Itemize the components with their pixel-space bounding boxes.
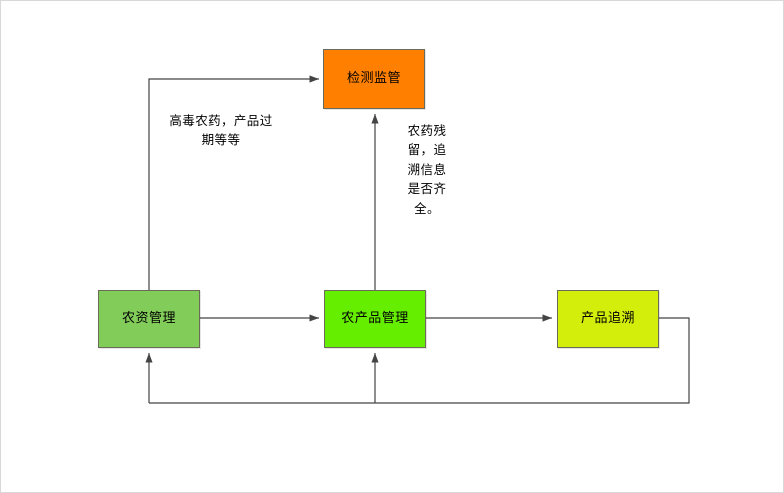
node-label-agricultural-inputs-management: 农资管理 <box>121 311 176 327</box>
edge-inputs-to-inspection <box>148 75 319 290</box>
node-product-traceability[interactable]: 产品追溯 <box>557 290 659 348</box>
node-label-product-traceability: 产品追溯 <box>580 311 635 327</box>
edge-trace-feedback-bus <box>149 317 690 404</box>
edge-label-violation: 高毒农药，产品过 期等等 <box>169 113 273 148</box>
node-label-inspection-supervision: 检测监管 <box>346 71 401 87</box>
node-label-produce-management: 农产品管理 <box>341 311 409 327</box>
node-produce-management[interactable]: 农产品管理 <box>324 290 426 348</box>
node-agricultural-inputs-management[interactable]: 农资管理 <box>98 290 200 348</box>
node-inspection-supervision[interactable]: 检测监管 <box>323 49 425 109</box>
edge-label-residue: 农药残 留，追 溯信息 是否齐 全。 <box>407 123 447 216</box>
